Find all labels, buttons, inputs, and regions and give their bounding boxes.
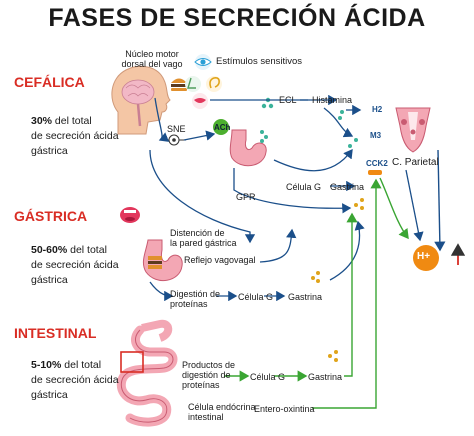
label-hplus: H+	[417, 251, 431, 262]
label-c-parietal: C. Parietal	[392, 157, 439, 168]
gastrin-dots	[311, 198, 364, 362]
phase-text-cefalica: 30% del total de secreción ácida gástric…	[31, 115, 119, 157]
label-estimulos: Estímulos sensitivos	[216, 56, 303, 67]
phase-text-gastrica: 50-60% del total de secreción ácida gást…	[31, 244, 119, 286]
phase-title-cefalica: CEFÁLICA	[14, 74, 85, 90]
label-celula-g-2: Célula G	[238, 292, 274, 302]
phase-text-intestinal: 5-10% del total de secreción ácida gástr…	[31, 359, 119, 401]
stomach-icon	[229, 129, 267, 167]
label-celula-g-1: Célula G	[286, 182, 322, 192]
label-reflejo: Reflejo vagovagal	[184, 255, 256, 265]
ach-badge	[213, 119, 229, 135]
open-mouth-icon	[120, 207, 140, 223]
label-ecl: ECL	[279, 95, 297, 105]
molecule-dots	[260, 97, 358, 148]
label-h2: H2	[372, 105, 383, 114]
ear-icon	[206, 76, 222, 92]
eye-icon	[194, 54, 212, 70]
label-celula-g-3: Célula G	[250, 372, 286, 382]
phase-title-gastrica: GÁSTRICA	[14, 208, 88, 224]
stomach-full-icon	[142, 239, 183, 281]
intestine-icon	[116, 319, 178, 427]
label-entero-oxintina: Entero-oxintina	[254, 404, 315, 414]
neuron-icon	[162, 134, 186, 146]
label-histamina: Histamina	[312, 95, 353, 105]
label-grp: GPR	[236, 192, 256, 202]
phase-title-intestinal: INTESTINAL	[14, 325, 97, 341]
label-m3: M3	[370, 131, 382, 140]
page-title: FASES DE SECRECIÓN ÁCIDA	[48, 4, 426, 32]
hplus-badge	[413, 245, 439, 271]
cck2-receptor	[368, 170, 382, 175]
label-gastrina-2: Gastrina	[288, 292, 323, 302]
head-icon	[111, 65, 171, 135]
parietal-cell-icon	[395, 107, 431, 153]
label-gastrina-3: Gastrina	[308, 372, 343, 382]
mouth-icon	[192, 93, 208, 109]
nose-icon	[185, 76, 201, 92]
label-ach: ACh	[214, 123, 231, 132]
burger-icon	[171, 78, 187, 91]
label-sne: SNE	[167, 124, 186, 134]
label-gastrina-1: Gastrina	[330, 182, 365, 192]
label-cck2: CCK2	[366, 159, 388, 168]
